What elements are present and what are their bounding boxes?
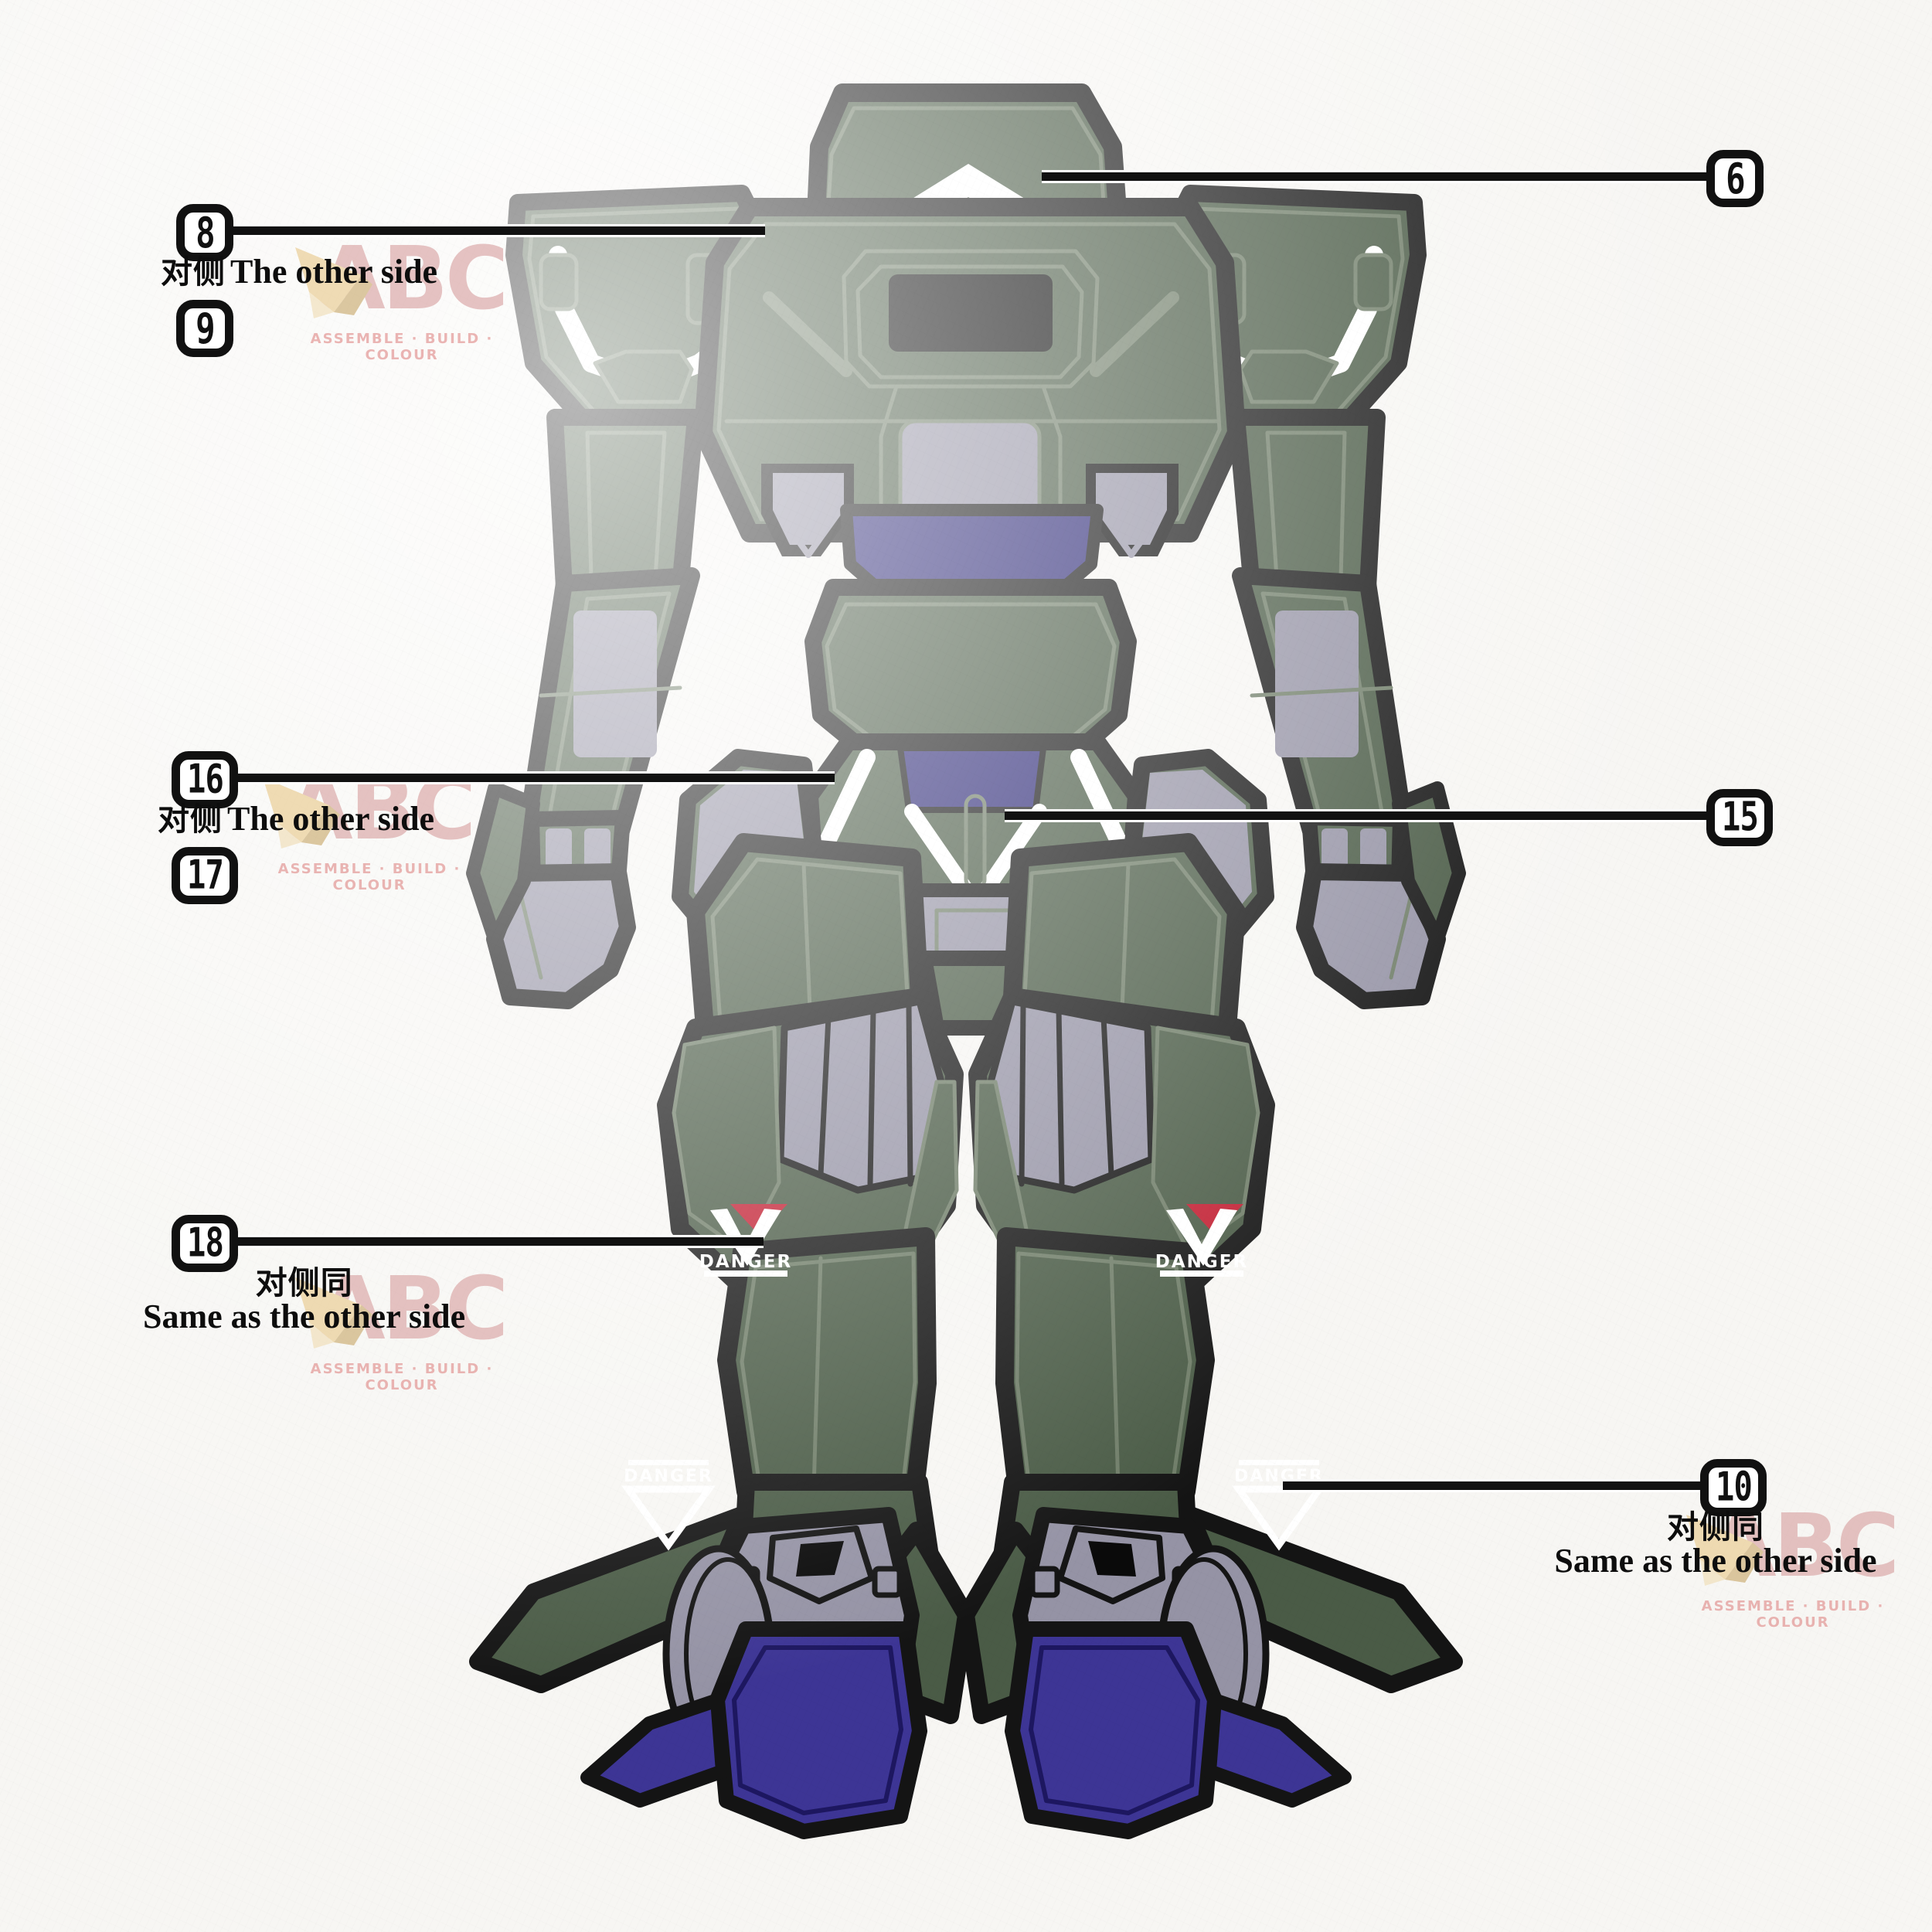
callout-number: 6 bbox=[1725, 154, 1745, 203]
caption-chinese: 对侧同 bbox=[1666, 1509, 1764, 1546]
leader-line-18 bbox=[229, 1237, 764, 1246]
leader-line-6 bbox=[1042, 172, 1706, 181]
leader-line-8 bbox=[233, 226, 765, 235]
caption-shin: 对侧同 Same as the other side bbox=[1554, 1509, 1877, 1580]
callout-number: 16 bbox=[186, 756, 224, 803]
callout-number: 10 bbox=[1715, 1464, 1753, 1511]
callout-box-18[interactable]: 18 bbox=[172, 1215, 238, 1272]
callout-box-6[interactable]: 6 bbox=[1706, 150, 1764, 207]
caption-english: Same as the other side bbox=[143, 1297, 466, 1335]
callout-box-8[interactable]: 8 bbox=[176, 204, 233, 261]
caption-english: The other side bbox=[230, 253, 438, 291]
callout-number: 9 bbox=[195, 304, 215, 353]
leader-line-10 bbox=[1283, 1481, 1700, 1490]
caption-chinese: 对侧同 bbox=[255, 1264, 353, 1301]
caption-chinese: 对侧 bbox=[158, 801, 223, 838]
caption-knee: 对侧同 Same as the other side bbox=[143, 1267, 465, 1335]
callout-box-17[interactable]: 17 bbox=[172, 847, 238, 904]
caption-english: The other side bbox=[227, 800, 435, 838]
callout-box-10[interactable]: 10 bbox=[1700, 1459, 1767, 1516]
leader-line-15 bbox=[1005, 811, 1706, 820]
callout-number: 8 bbox=[195, 208, 215, 257]
callout-box-15[interactable]: 15 bbox=[1706, 789, 1773, 846]
leader-line-16 bbox=[229, 774, 835, 782]
caption-chinese: 对侧 bbox=[161, 253, 226, 291]
caption-shoulder: 对侧 The other side bbox=[161, 253, 438, 291]
callout-number: 17 bbox=[186, 852, 224, 899]
callout-number: 15 bbox=[1721, 794, 1759, 841]
callout-number: 18 bbox=[186, 1219, 224, 1267]
caption-waist: 对侧 The other side bbox=[158, 800, 435, 838]
callout-box-9[interactable]: 9 bbox=[176, 300, 233, 357]
caption-english: Same as the other side bbox=[1554, 1541, 1877, 1580]
